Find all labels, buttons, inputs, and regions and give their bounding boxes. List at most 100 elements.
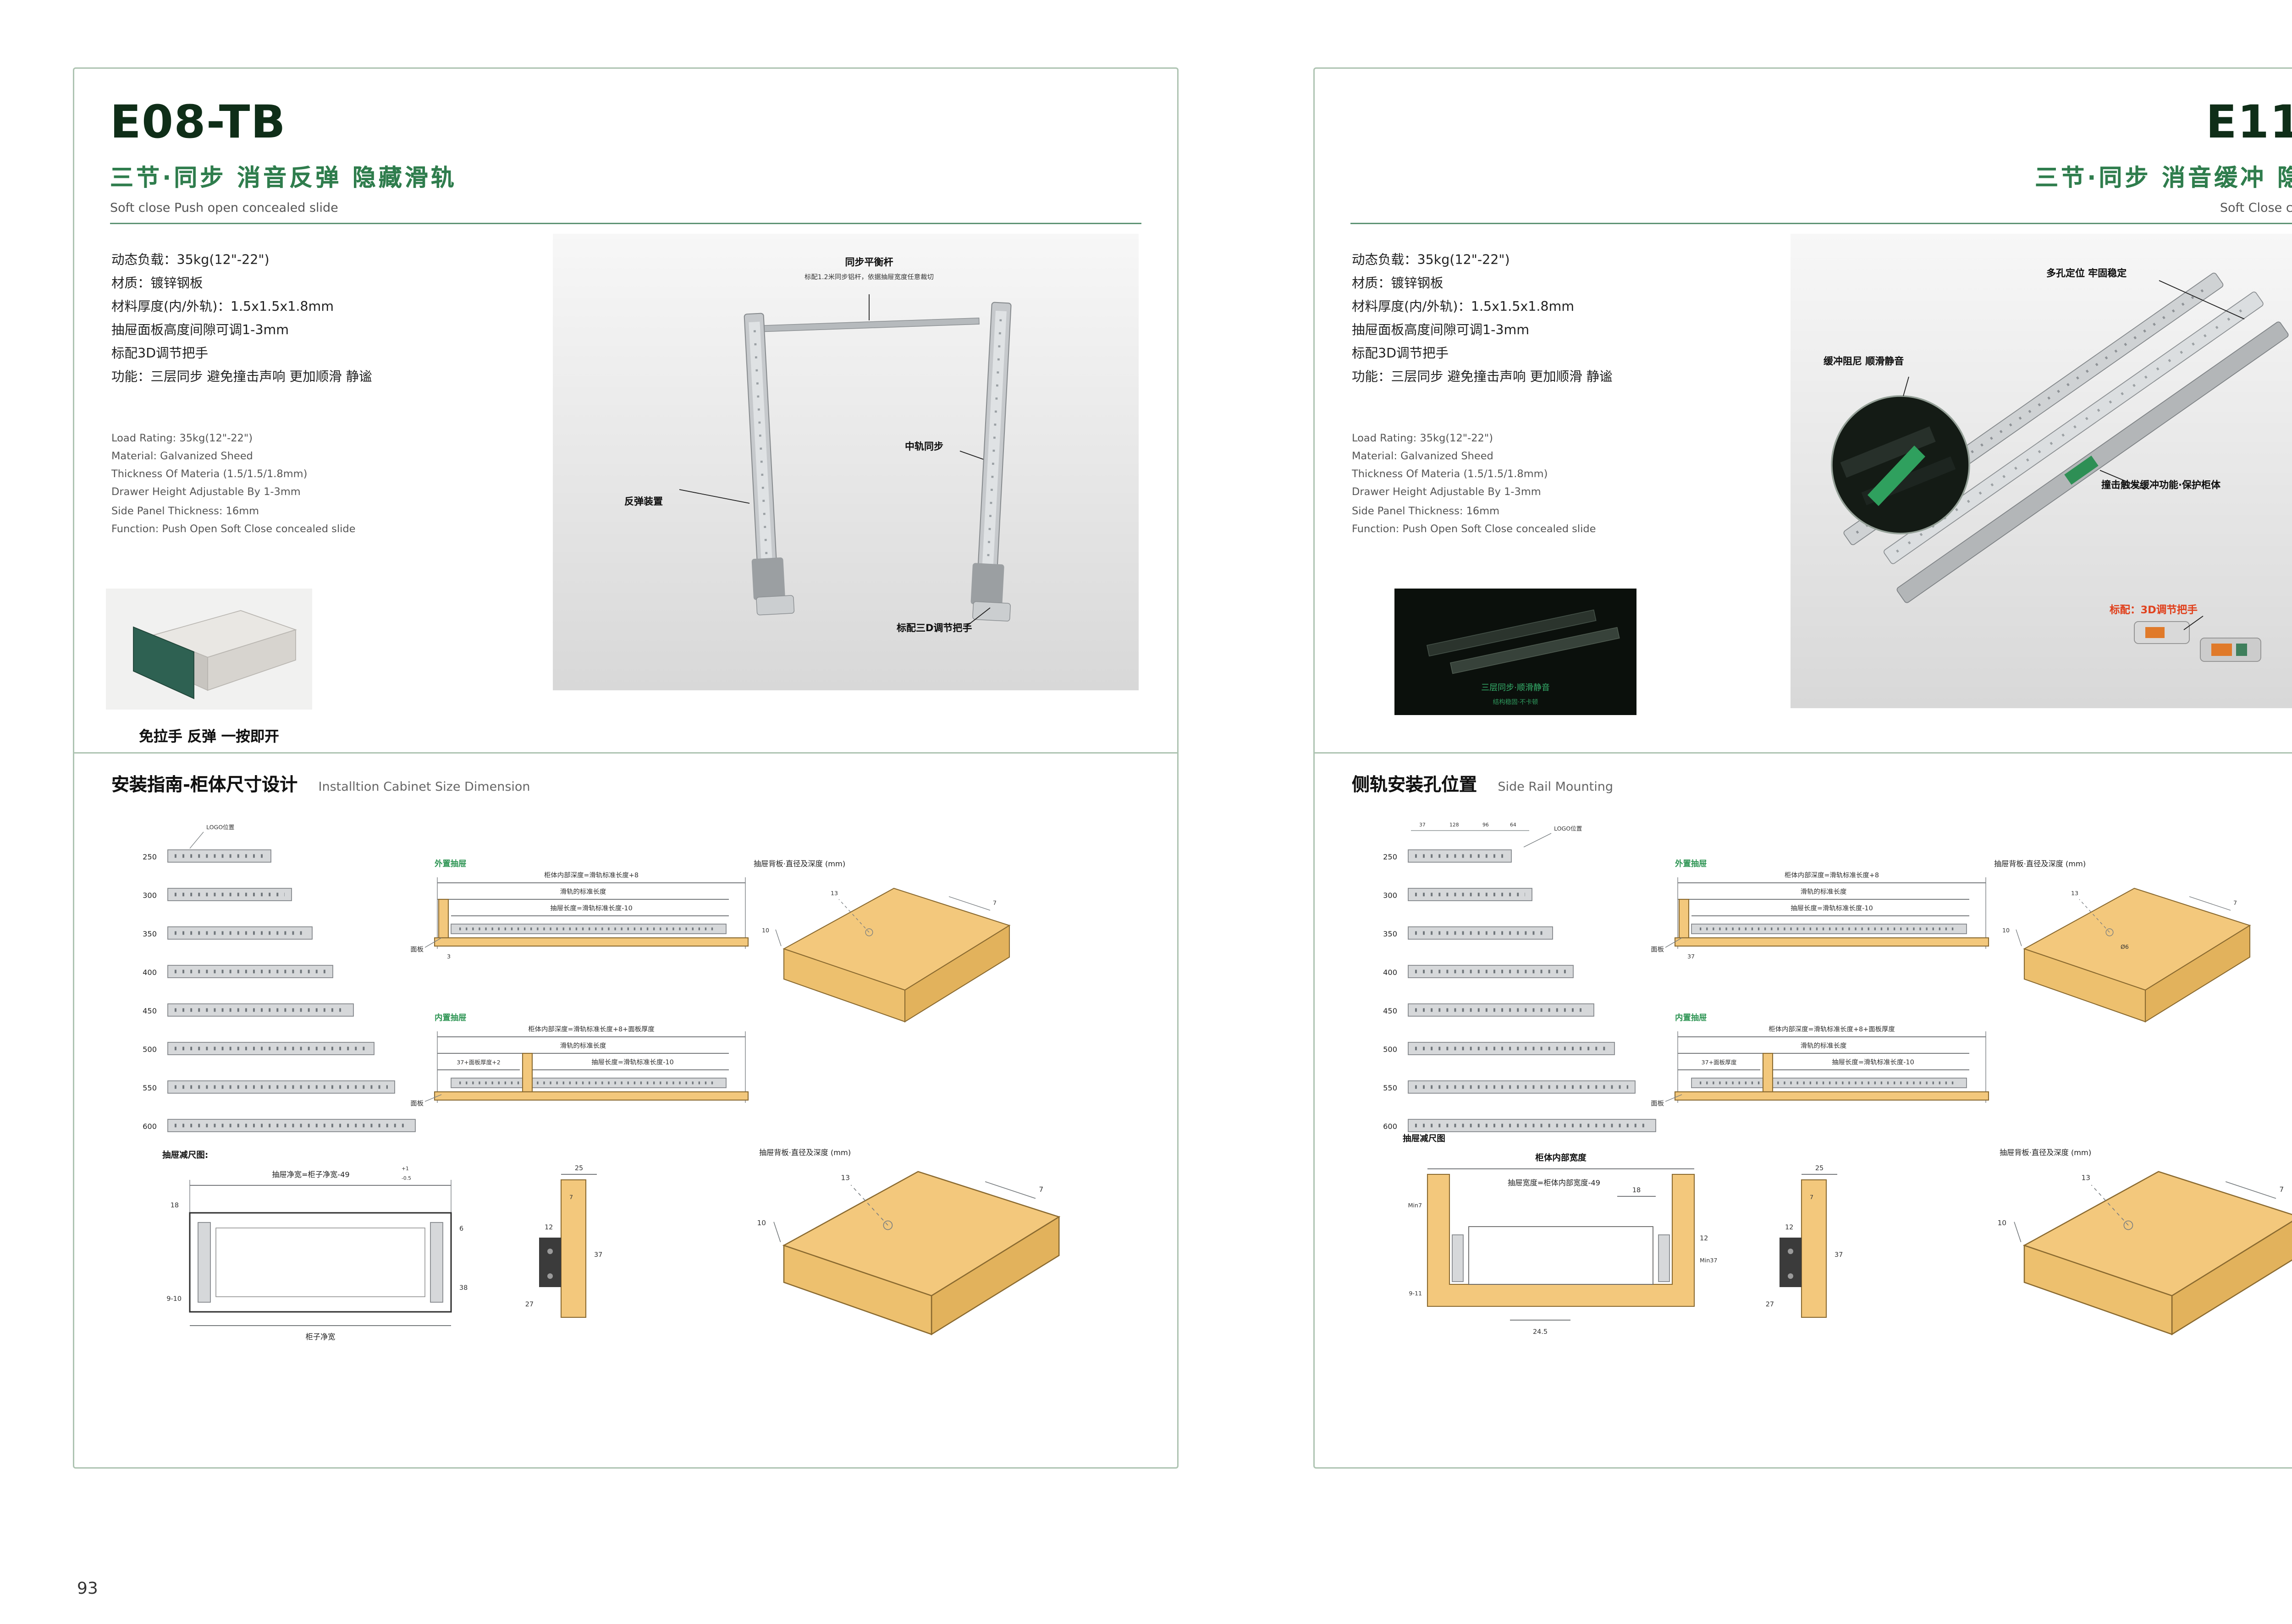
svg-text:13: 13 xyxy=(2071,890,2078,897)
annotation-rebound: 反弹装置 xyxy=(624,496,663,507)
annotation-title: 同步平衡杆 xyxy=(845,257,893,268)
spec-line: 动态负载：35kg(12"-22") xyxy=(1352,253,1510,268)
drawer-width-section: 抽屉减尺图 柜体内部宽度 抽屉宽度=柜体内部宽度-49 18 Min7 9-11… xyxy=(1403,1134,1717,1336)
spec-line: Material: Galvanized Sheed xyxy=(1352,450,1493,462)
svg-text:300: 300 xyxy=(1383,891,1397,900)
svg-text:10: 10 xyxy=(757,1219,766,1227)
svg-text:7: 7 xyxy=(1810,1194,1813,1200)
svg-text:滑轨的标准长度: 滑轨的标准长度 xyxy=(1801,1042,1847,1050)
svg-text:400: 400 xyxy=(1383,968,1397,977)
svg-text:Min37: Min37 xyxy=(1700,1257,1717,1264)
section-divider xyxy=(1315,752,2292,754)
spec-line: Thickness Of Materia (1.5/1.5/1.8mm) xyxy=(111,468,308,480)
model-title: E11-TB xyxy=(2206,95,2292,149)
spec-line: Load Rating: 35kg(12"-22") xyxy=(1352,432,1493,444)
svg-text:柜体内部深度=滑轨标准长度+8: 柜体内部深度=滑轨标准长度+8 xyxy=(1785,871,1879,879)
svg-text:10: 10 xyxy=(762,927,769,934)
svg-text:7: 7 xyxy=(2279,1185,2284,1194)
specs-chinese: 动态负载：35kg(12"-22") 材质：镀锌钢板 材料厚度(内/外轨)：1.… xyxy=(111,249,372,390)
back-panel-isometric-top: 抽屉背板·直径及深度 (mm) 13 7 10 xyxy=(754,859,1011,1023)
svg-text:25: 25 xyxy=(575,1165,583,1172)
spec-line: 标配3D调节把手 xyxy=(1352,347,1449,363)
section-title: 安装指南-柜体尺寸设计 Installtion Cabinet Size Dim… xyxy=(111,770,530,796)
svg-text:6: 6 xyxy=(459,1225,463,1233)
svg-text:3: 3 xyxy=(447,953,451,960)
svg-text:抽屉宽度=柜体内部宽度-49: 抽屉宽度=柜体内部宽度-49 xyxy=(1508,1178,1600,1187)
svg-text:500: 500 xyxy=(143,1045,157,1054)
svg-text:13: 13 xyxy=(841,1173,850,1182)
section-title-en: Side Rail Mounting xyxy=(1498,781,1613,795)
spec-line: 功能：三层同步 避免撞击声响 更加顺滑 静谧 xyxy=(111,370,372,386)
specs-english: Load Rating: 35kg(12"-22") Material: Gal… xyxy=(111,429,356,537)
svg-text:37: 37 xyxy=(1419,822,1426,828)
svg-text:550: 550 xyxy=(143,1084,157,1092)
specs-chinese: 动态负载：35kg(12"-22") 材质：镀锌钢板 材料厚度(内/外轨)：1.… xyxy=(1352,249,1613,390)
svg-text:Min7: Min7 xyxy=(1408,1202,1422,1209)
product-photo xyxy=(553,234,1139,690)
svg-text:12: 12 xyxy=(1700,1235,1708,1242)
header-left: E08-TB 三节·同步 消音反弹 隐藏滑轨 Soft close Push o… xyxy=(110,99,1141,216)
subtitle-en: Soft close Push open concealed slide xyxy=(110,202,338,216)
svg-text:600: 600 xyxy=(143,1122,157,1131)
spec-line: Side Panel Thickness: 16mm xyxy=(111,504,259,517)
back-panel-isometric-bottom: 抽屉背板·直径及深度 (mm) 13 7 10 xyxy=(757,1148,1061,1336)
svg-text:12: 12 xyxy=(1785,1224,1793,1231)
drawer-reduction-diagram: 抽屉减尺图: 抽屉净宽=柜子净宽-49 +1 -0.5 18 6 38 9-10… xyxy=(162,1150,468,1341)
header-divider xyxy=(1350,223,2292,224)
spec-line: Load Rating: 35kg(12"-22") xyxy=(111,432,253,444)
svg-text:面板: 面板 xyxy=(410,946,424,953)
thumbnail-caption-line2: 结构稳固·不卡顿 xyxy=(1493,699,1538,706)
svg-text:25: 25 xyxy=(1815,1165,1824,1172)
section-title-en: Installtion Cabinet Size Dimension xyxy=(318,781,530,795)
svg-text:抽屉长度=滑轨标准长度-10: 抽屉长度=滑轨标准长度-10 xyxy=(550,904,632,912)
svg-text:7: 7 xyxy=(2233,899,2237,906)
drawer-front-panel xyxy=(133,626,194,699)
rail-length-chart: LOGO位置 250 300 350 400 450 500 550 600 xyxy=(143,824,416,1132)
svg-text:外置抽屉: 外置抽屉 xyxy=(1675,859,1707,869)
svg-text:24.5: 24.5 xyxy=(1533,1328,1548,1336)
svg-text:抽屉减尺图:: 抽屉减尺图: xyxy=(162,1150,208,1160)
spec-line: 材质：镀锌钢板 xyxy=(1352,276,1444,292)
spec-line: 材料厚度(内/外轨)：1.5x1.5x1.8mm xyxy=(1352,300,1575,315)
svg-text:450: 450 xyxy=(143,1007,157,1015)
section-divider xyxy=(74,752,1177,754)
svg-text:350: 350 xyxy=(1383,930,1397,938)
thumbnail-caption: 免拉手 反弹 一按即开 xyxy=(139,729,279,745)
product-photo-area: 同步平衡杆 标配1.2米同步铝杆，依据抽屉宽度任意裁切 中轨同步 反弹装置 标配… xyxy=(553,234,1139,690)
side-rail-mounting-drawing: 37 128 96 64 LOGO位置 250 300 350 400 450 … xyxy=(1383,822,2292,1336)
svg-text:滑轨的标准长度: 滑轨的标准长度 xyxy=(1801,888,1847,896)
spec-line: 材质：镀锌钢板 xyxy=(111,276,203,292)
svg-text:+1: +1 xyxy=(402,1166,409,1172)
svg-text:37: 37 xyxy=(1687,953,1695,960)
svg-text:柜体内部深度=滑轨标准长度+8+面板厚度: 柜体内部深度=滑轨标准长度+8+面板厚度 xyxy=(528,1025,655,1033)
svg-text:500: 500 xyxy=(1383,1045,1397,1054)
damper-inset-detail xyxy=(1840,426,1956,506)
annotation-subtext: 标配1.2米同步铝杆，依据抽屉宽度任意裁切 xyxy=(804,275,934,282)
specs-english: Load Rating: 35kg(12"-22") Material: Gal… xyxy=(1352,429,1596,537)
spec-line: Side Panel Thickness: 16mm xyxy=(1352,504,1500,517)
svg-text:10: 10 xyxy=(1997,1219,2006,1227)
page-number-left: 93 xyxy=(77,1579,98,1598)
page-left-card: E08-TB 三节·同步 消音反弹 隐藏滑轨 Soft close Push o… xyxy=(73,67,1179,1469)
subtitle-en: Soft Close concealed slide xyxy=(2220,202,2292,216)
svg-text:外置抽屉: 外置抽屉 xyxy=(435,859,467,869)
hole-position-dims: 37 128 96 64 LOGO位置 xyxy=(1411,822,1582,848)
section-title-cn: 侧轨安装孔位置 xyxy=(1352,776,1477,796)
bracket-section-detail: 25 7 27 37 12 xyxy=(525,1165,602,1318)
svg-text:250: 250 xyxy=(1383,853,1397,861)
svg-text:400: 400 xyxy=(143,968,157,977)
thumbnail-caption-line1: 三层同步·顺滑静音 xyxy=(1481,683,1550,693)
push-open-thumbnail xyxy=(106,589,312,710)
sync-detail-thumbnail: 三层同步·顺滑静音 结构稳固·不卡顿 xyxy=(1394,589,1636,715)
section-title: 侧轨安装孔位置 Side Rail Mounting xyxy=(1352,770,1613,796)
svg-text:抽屉长度=滑轨标准长度-10: 抽屉长度=滑轨标准长度-10 xyxy=(1791,904,1873,912)
svg-text:抽屉长度=滑轨标准长度-10: 抽屉长度=滑轨标准长度-10 xyxy=(1832,1058,1914,1066)
svg-text:9-11: 9-11 xyxy=(1409,1290,1422,1297)
spec-line: Function: Push Open Soft Close concealed… xyxy=(1352,522,1596,534)
svg-text:9-10: 9-10 xyxy=(166,1295,182,1303)
spec-line: Drawer Height Adjustable By 1-3mm xyxy=(111,486,301,499)
svg-text:面板: 面板 xyxy=(1651,946,1664,953)
spec-line: 标配3D调节把手 xyxy=(111,347,209,363)
annotation-multi-hole: 多孔定位 牢固稳定 xyxy=(2046,268,2127,279)
